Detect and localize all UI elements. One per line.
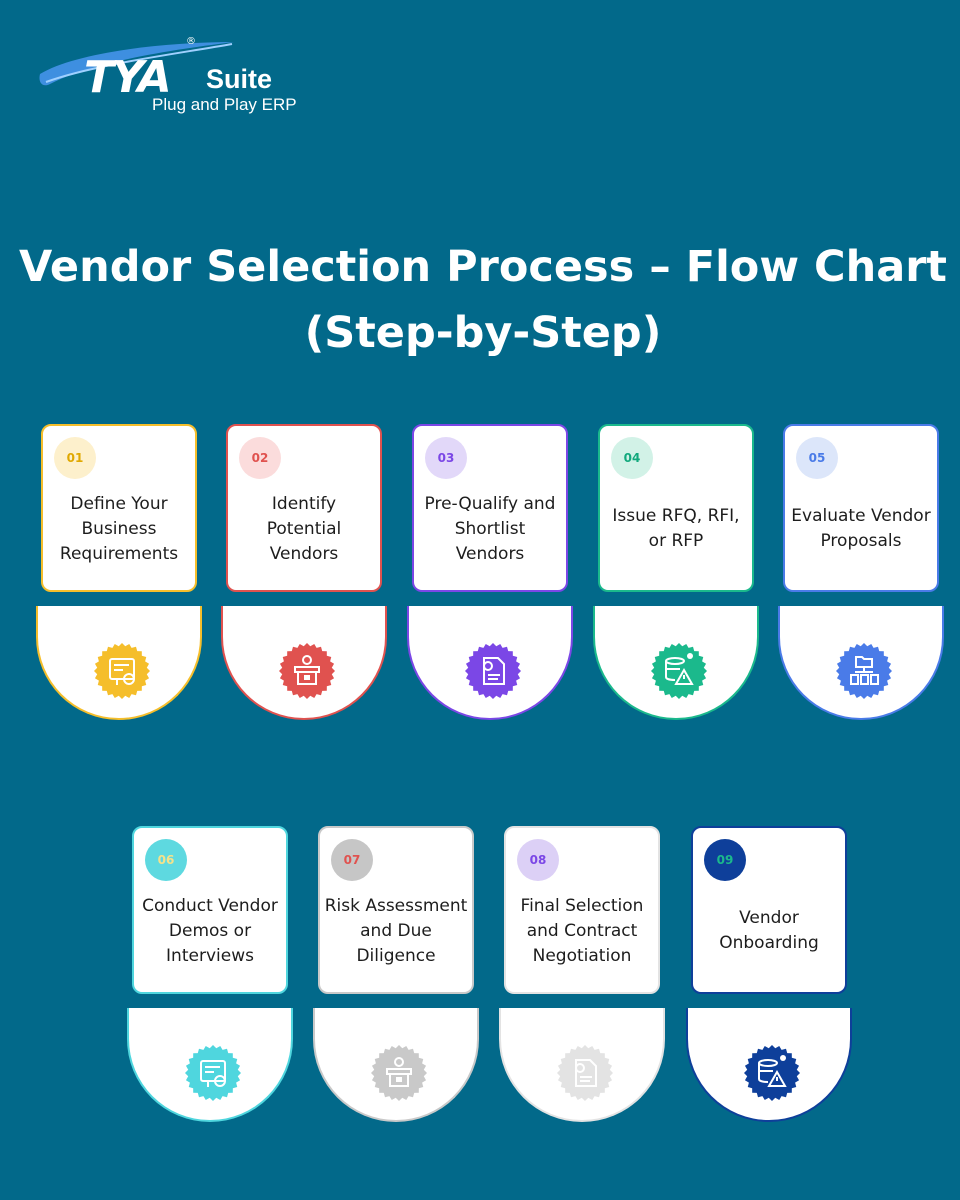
page-title-line-2: (Step-by-Step) [304,308,662,358]
step-label: Vendor Onboarding [719,908,819,953]
step-label: Risk Assessment and Due Diligence [324,895,468,966]
step-number: 03 [425,437,467,479]
step-icon-holder [778,606,944,720]
step-icon-holder [313,1008,479,1122]
presenter-podium-icon [278,642,336,700]
page-title: Vendor Selection Process – Flow Chart (S… [0,234,960,366]
step-icon-holder [36,606,202,720]
logo-registered-mark: ® [186,36,196,47]
database-warning-icon [650,642,708,700]
step-number: 06 [145,839,187,881]
step-number: 08 [517,839,559,881]
page-title-line-1: Vendor Selection Process – Flow Chart [19,242,947,292]
document-review-icon [556,1044,614,1102]
certificate-gear-icon [93,642,151,700]
step-label: Issue RFQ, RFI, or RFP [612,506,740,551]
step-number: 07 [331,839,373,881]
step-icon-holder [499,1008,665,1122]
step-number: 02 [239,437,281,479]
logo-suite: Suite [206,64,273,94]
step-icon-holder [593,606,759,720]
folder-network-icon [835,642,893,700]
presenter-podium-icon [370,1044,428,1102]
step-number: 05 [796,437,838,479]
step-number: 09 [704,839,746,881]
database-warning-icon [743,1044,801,1102]
step-number: 04 [611,437,653,479]
logo-brand: TYA [84,52,172,103]
step-label: Evaluate Vendor Proposals [791,506,931,551]
step-icon-holder [407,606,573,720]
document-review-icon [464,642,522,700]
logo-tagline: Plug and Play ERP [152,95,297,114]
step-label: Identify Potential Vendors [266,493,342,564]
step-label: Final Selection and Contract Negotiation [520,895,644,966]
tya-suite-logo: TYA ® Suite Plug and Play ERP [36,34,306,124]
step-label: Define Your Business Requirements [59,493,179,564]
step-label: Conduct Vendor Demos or Interviews [142,895,278,966]
step-icon-holder [686,1008,852,1122]
step-number: 01 [54,437,96,479]
step-icon-holder [221,606,387,720]
logo-swoosh-icon [39,42,235,86]
step-label: Pre-Qualify and Shortlist Vendors [424,493,556,564]
certificate-gear-icon [184,1044,242,1102]
step-icon-holder [127,1008,293,1122]
